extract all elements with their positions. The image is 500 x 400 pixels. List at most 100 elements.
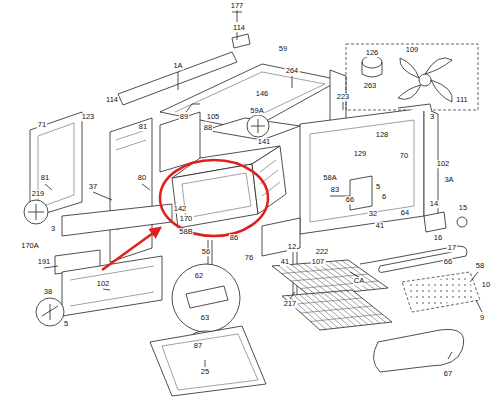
callout-number: 12 [287,243,297,251]
callout-number: 25 [200,368,210,376]
callout-number: CA [353,277,365,285]
callout-number: 109 [405,46,420,54]
illustration-line [431,80,452,102]
callout-number: 41 [280,258,290,266]
illustration-line [44,32,482,367]
illustration-line [182,173,251,218]
callout-number: 63 [200,314,210,322]
callout-number: 17 [447,244,457,252]
callout-number: 81 [138,123,148,131]
callout-number: 5 [63,320,69,328]
illustration-line [28,204,44,220]
callout-number: 3A [443,176,454,184]
callout-number: 10 [481,281,491,289]
illustration-line [419,74,431,86]
callout-number: 89 [179,113,189,121]
illustration-line [42,304,58,320]
illustration-line [398,85,421,99]
callout-number: 59A [249,107,264,115]
callout-number: 70 [399,152,409,160]
illustration-line [262,218,300,256]
illustration-line [172,264,240,332]
illustration-line [160,160,268,236]
callout-number: 142 [173,205,188,213]
callout-number: 66 [443,258,453,266]
illustration-line [232,34,250,48]
callout-number: 114 [232,24,246,32]
callout-number: 102 [96,280,111,288]
callout-number: 111 [455,96,468,104]
callout-number: 87 [193,342,203,350]
illustration-line [425,58,452,74]
callout-number: 126 [365,49,380,57]
illustration-line [232,10,242,22]
callout-number: 62 [194,272,204,280]
illustration-line [102,228,160,270]
illustration-line [310,120,414,222]
illustration-line [70,266,154,306]
callout-number: 15 [458,204,468,212]
callout-number: 223 [336,93,351,101]
callout-number: 66 [345,196,355,204]
callout-number: 264 [285,67,300,75]
callout-number: 191 [37,258,52,266]
callout-number: 107 [311,258,326,266]
callout-number: 5 [375,183,381,191]
illustration-line [186,104,200,112]
callout-number: 219 [31,190,46,198]
callout-number: 32 [368,210,378,218]
rack-wire [301,306,372,313]
callout-number: 86 [229,234,239,242]
illustration-line [362,62,382,77]
illustration-line [350,176,372,210]
rack-wire [311,314,383,322]
callout-number: 3 [429,113,435,121]
illustration-line [346,44,478,110]
illustration-line [260,160,280,196]
callout-number: 129 [353,150,368,158]
illustration-line [251,119,265,133]
illustration-line [172,164,258,228]
illustration-line [406,275,476,308]
callout-number: 58A [322,174,337,182]
callout-number: 64 [400,209,410,217]
illustration-line [62,256,162,316]
callout-number: 128 [375,131,390,139]
callout-number: 6 [381,193,387,201]
callout-number: 58B [178,228,193,236]
callout-number: 217 [283,300,298,308]
callout-number: 38 [43,288,53,296]
illustration-line [424,212,446,232]
illustration-line [247,115,269,137]
callout-number: 80 [137,174,147,182]
callout-number: 81 [40,174,50,182]
callout-number: 146 [255,90,270,98]
callout-number: 102 [436,160,451,168]
illustration-line [162,334,258,390]
callout-number: 1A [172,62,183,70]
callout-number: 177 [230,2,245,10]
illustration-line [282,290,392,330]
callout-number: 3 [50,225,56,233]
callout-number: 76 [244,254,254,262]
callout-number: 58 [475,262,485,270]
callout-number: 71 [37,121,47,129]
callout-number: 222 [315,248,330,256]
callout-number: 114 [105,96,119,104]
rack-wire [301,281,379,289]
illustration-line [362,56,382,68]
callout-number: 41 [375,222,385,230]
illustration-line [402,272,480,312]
callout-number: 83 [330,186,340,194]
callout-number: 9 [479,314,485,322]
callout-number: 16 [433,234,443,242]
illustration-line [278,261,386,330]
callout-number: 263 [363,82,378,90]
callout-number: 37 [88,183,98,191]
callout-number: 123 [81,113,96,121]
illustration-line [373,329,463,372]
illustration-line [398,104,432,112]
callout-number: 105 [206,113,221,121]
illustration-line [110,118,152,262]
